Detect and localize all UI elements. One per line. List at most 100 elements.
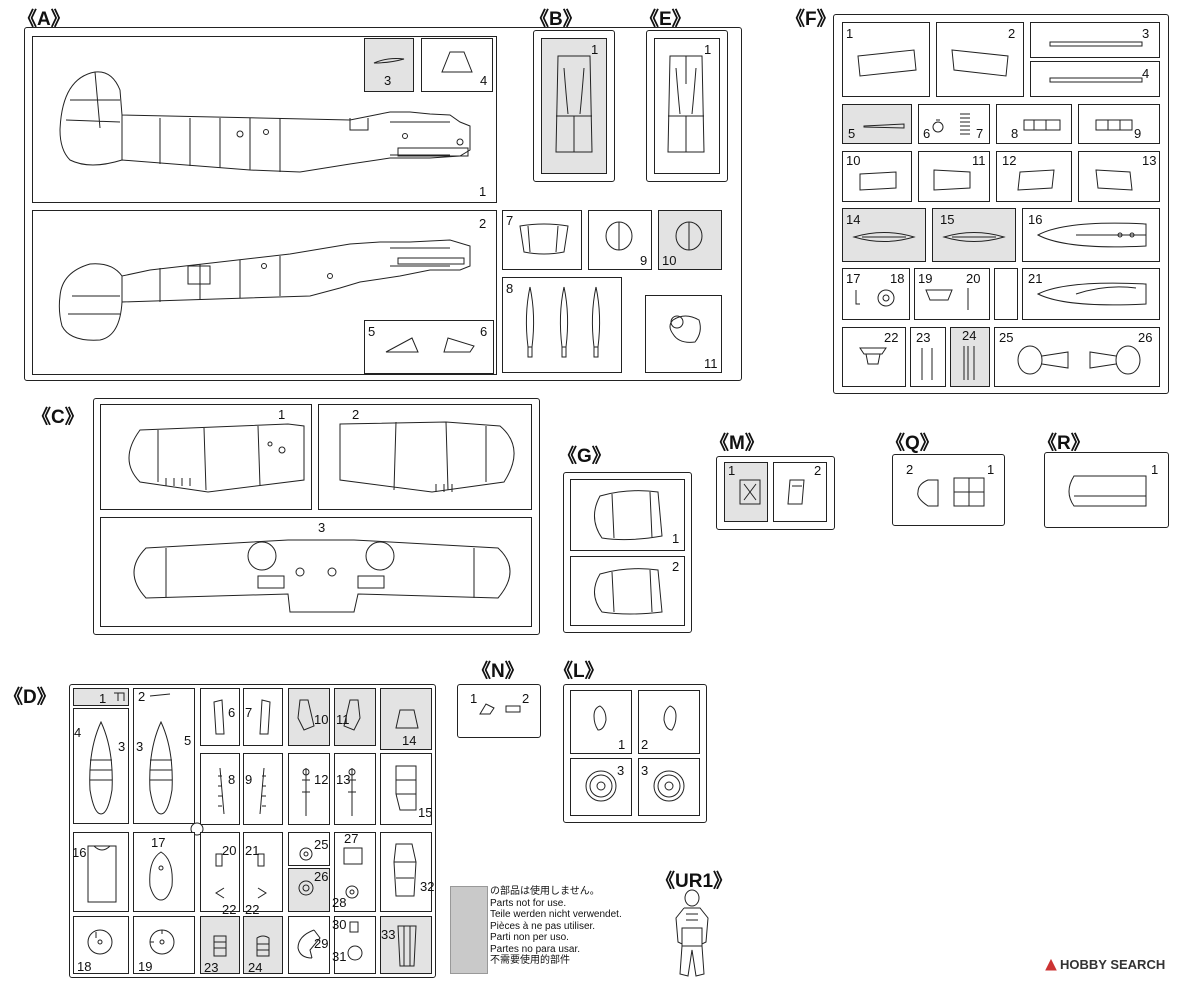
label-d8: 8 xyxy=(228,772,236,787)
label-d3-left: 3 xyxy=(118,739,126,754)
part-f13-cell xyxy=(1078,151,1160,202)
pilot-figure-drawing xyxy=(675,889,709,977)
label-d20: 20 xyxy=(222,843,237,858)
part-f13-drawing xyxy=(1095,169,1133,191)
part-c2-cell xyxy=(318,404,532,510)
label-f14: 14 xyxy=(846,212,861,227)
part-d31-drawing xyxy=(347,945,363,961)
part-f15-drawing xyxy=(942,232,1006,242)
part-a6-drawing xyxy=(443,337,475,353)
part-f2-cell xyxy=(936,22,1024,97)
label-e1: 1 xyxy=(704,42,712,57)
label-f12: 12 xyxy=(1002,153,1017,168)
label-a3: 3 xyxy=(384,73,392,88)
part-d2-5-cell xyxy=(133,688,195,824)
part-d12-drawing xyxy=(302,768,310,816)
label-f22: 22 xyxy=(884,330,899,345)
fuselage-left-half-drawing xyxy=(59,71,471,173)
part-d13-cell xyxy=(334,753,376,825)
part-f16-drawing xyxy=(1036,222,1147,248)
label-f10: 10 xyxy=(846,153,861,168)
part-a3-cell xyxy=(364,38,414,92)
part-d16-drawing xyxy=(87,845,117,903)
label-d16: 16 xyxy=(72,845,87,860)
part-a10-drawing xyxy=(675,221,703,251)
label-d17: 17 xyxy=(151,835,166,850)
part-d20-22-cell xyxy=(200,832,240,912)
part-f12-drawing xyxy=(1017,169,1055,191)
label-g1: 1 xyxy=(672,531,680,546)
part-f23-cell xyxy=(910,327,946,387)
section-label-c: 《C》 xyxy=(32,407,84,428)
label-a11: 11 xyxy=(704,356,718,371)
part-d22-left-drawing xyxy=(215,887,225,899)
label-d27: 27 xyxy=(344,831,359,846)
section-label-d: 《D》 xyxy=(4,687,56,708)
part-f8-drawing xyxy=(1023,119,1061,131)
part-f22-drawing xyxy=(859,347,887,365)
part-d8-drawing xyxy=(218,767,225,815)
label-n2: 2 xyxy=(522,691,530,706)
not-for-use-legend: の部品は使用しません。 Parts not for use. Teile wer… xyxy=(490,886,622,967)
part-d10-drawing xyxy=(297,699,315,731)
label-d12: 12 xyxy=(314,772,329,787)
label-f21: 21 xyxy=(1028,271,1043,286)
label-f25: 25 xyxy=(999,330,1014,345)
label-d28: 28 xyxy=(332,895,347,910)
label-d4: 4 xyxy=(74,725,82,740)
label-d22-left: 22 xyxy=(222,902,237,917)
label-a9: 9 xyxy=(640,253,648,268)
label-f23: 23 xyxy=(916,330,931,345)
label-d24: 24 xyxy=(248,960,263,975)
part-d30-31-cell xyxy=(334,916,376,974)
part-c1-cell xyxy=(100,404,312,510)
label-f3: 3 xyxy=(1142,26,1150,41)
section-label-ur1: 《UR1》 xyxy=(656,871,733,892)
part-f19-20-cell xyxy=(914,268,990,320)
part-l3-right-cell xyxy=(638,758,700,816)
label-m2: 2 xyxy=(814,463,822,478)
part-d21-drawing xyxy=(257,853,265,867)
part-f14-cell xyxy=(842,208,926,262)
label-a6: 6 xyxy=(480,324,488,339)
legend-line-en: Parts not for use. xyxy=(490,897,567,909)
label-d31: 31 xyxy=(332,949,347,964)
part-a1-cell xyxy=(32,36,497,203)
label-c2: 2 xyxy=(352,407,360,422)
part-f24-drawing xyxy=(963,346,975,380)
label-a10: 10 xyxy=(662,253,677,268)
part-f19-20-drawing xyxy=(925,288,969,310)
part-d13-drawing xyxy=(348,768,356,816)
part-d22-right-drawing xyxy=(257,887,267,899)
propeller-blades-drawing xyxy=(525,286,601,358)
legend-line-zh: 不需要使用的部件 xyxy=(490,955,570,966)
label-d14: 14 xyxy=(402,733,417,748)
part-l1-cell xyxy=(570,690,632,754)
label-r1: 1 xyxy=(1151,462,1159,477)
part-f1-drawing xyxy=(857,49,917,77)
part-d24-drawing xyxy=(256,935,270,957)
label-d22-right: 22 xyxy=(245,902,260,917)
part-d6-cell xyxy=(200,688,240,746)
label-d21: 21 xyxy=(245,843,260,858)
part-a9-cell xyxy=(588,210,652,270)
sprue-q-frame xyxy=(892,454,1005,526)
part-d2-drawing xyxy=(149,693,171,697)
part-d26-cell xyxy=(288,868,330,912)
part-d23-drawing xyxy=(213,935,227,957)
part-q1-drawing xyxy=(953,477,985,507)
label-f7: 7 xyxy=(976,126,984,141)
part-a10-cell xyxy=(658,210,722,270)
part-d23-cell xyxy=(200,916,240,974)
part-f26-drawing xyxy=(1089,345,1141,375)
label-c1: 1 xyxy=(278,407,286,422)
label-d26: 26 xyxy=(314,869,329,884)
part-f10-cell xyxy=(842,151,912,202)
label-g2: 2 xyxy=(672,559,680,574)
part-f4-drawing xyxy=(1049,77,1143,83)
label-f17: 17 xyxy=(846,271,861,286)
label-d19: 19 xyxy=(138,959,153,974)
part-e1-cell xyxy=(654,38,720,174)
part-f2-drawing xyxy=(951,49,1009,77)
legend-line-it: Parti non per uso. xyxy=(490,932,569,943)
